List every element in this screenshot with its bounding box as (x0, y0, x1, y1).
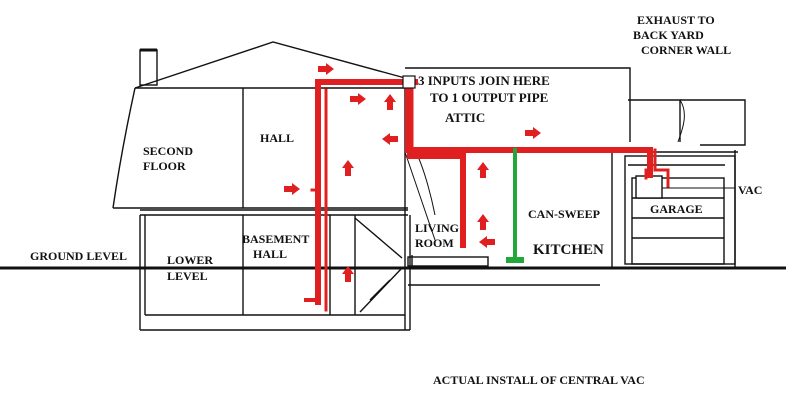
gambrel-side (112, 87, 136, 209)
pipe-attic-output (405, 79, 653, 178)
exhaust-label-2: BACK YARD (633, 28, 704, 42)
floor-register (407, 256, 489, 267)
attic-label: ATTIC (445, 110, 485, 125)
lower-level-label-2: LEVEL (167, 269, 208, 283)
kitchen-label: KITCHEN (533, 242, 604, 258)
arrow-right-icon (525, 127, 541, 139)
hall-label: HALL (260, 131, 294, 145)
ground-level-label: GROUND LEVEL (30, 249, 127, 263)
arrow-up-icon (384, 94, 396, 110)
second-floor-label-1: SECOND (143, 144, 193, 158)
arrow-right-icon (350, 93, 366, 105)
inputs-join-label: 3 INPUTS JOIN HERE (418, 73, 550, 88)
vac-label: VAC (738, 183, 762, 197)
pipe-garage-drop (653, 148, 670, 188)
caption: ACTUAL INSTALL OF CENTRAL VAC (433, 373, 645, 387)
labels: EXHAUST TO BACK YARD CORNER WALL 3 INPUT… (30, 13, 762, 387)
arrow-up-icon (342, 266, 354, 282)
flow-arrows (284, 63, 541, 282)
pipe-network (304, 75, 670, 312)
vac-unit (635, 175, 663, 199)
arrow-right-icon (284, 183, 300, 195)
living-room-label-2: ROOM (415, 236, 454, 250)
lower-level-label-1: LOWER (167, 253, 213, 267)
can-sweep-inlet (506, 257, 524, 263)
arrow-up-icon (342, 160, 354, 176)
arrow-up-icon (477, 162, 489, 178)
junction-box (402, 75, 416, 89)
pipe-living-room (407, 153, 466, 248)
garage-label: GARAGE (650, 202, 703, 216)
arrow-up-icon (477, 214, 489, 230)
basement-hall-label-1: BASEMENT (242, 232, 309, 246)
living-room-label-1: LIVING (415, 221, 459, 235)
chimney (139, 49, 158, 86)
arrow-left-icon (382, 133, 398, 145)
output-pipe-label: TO 1 OUTPUT PIPE (430, 90, 548, 105)
exhaust-label-3: CORNER WALL (641, 43, 731, 57)
arrow-left-icon (479, 236, 495, 248)
garage-door (631, 177, 725, 265)
can-sweep-label: CAN-SWEEP (528, 207, 600, 221)
basement-hall-label-2: HALL (253, 247, 287, 261)
pipe-riser-left (315, 79, 418, 305)
second-floor-label-2: FLOOR (143, 159, 186, 173)
arrow-right-icon (318, 63, 334, 75)
main-roof (134, 41, 406, 89)
exhaust-label-1: EXHAUST TO (637, 13, 715, 27)
